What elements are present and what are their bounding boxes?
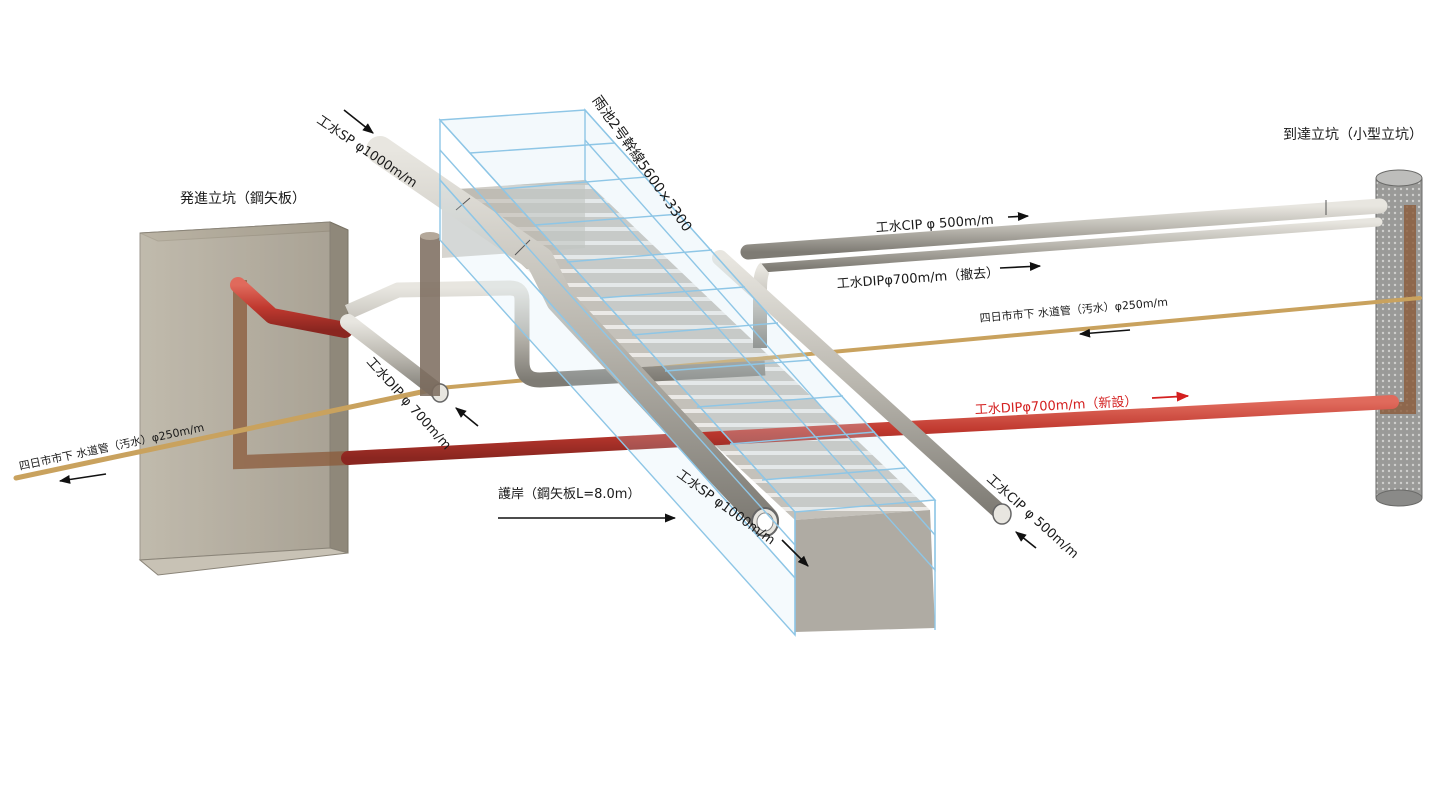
arrow-sp1000-out xyxy=(781,539,809,567)
arrow-sewer-left xyxy=(58,473,107,484)
arrow-dip700-left xyxy=(455,407,479,427)
revetment-label: 護岸（鋼矢板L=8.0m） xyxy=(498,486,640,502)
culvert-outline xyxy=(438,108,937,637)
arrow-sewer-right xyxy=(1078,328,1131,338)
arrival-shaft xyxy=(1375,169,1423,507)
dip700-remove-pipe xyxy=(340,232,766,403)
sewer-right-label: 四日市市下 水道管（汚水）φ250m/m xyxy=(979,295,1168,325)
arrow-cip500-bottom xyxy=(1015,531,1037,549)
arrow-sp1000-in xyxy=(343,109,374,134)
dip700-new-pipe xyxy=(230,277,1399,465)
dip700-remove-label: 工水DIPφ700m/m（撤去） xyxy=(836,265,1000,292)
launch-shaft xyxy=(138,221,351,576)
cip500-diagonal-pipe xyxy=(712,250,1012,525)
arrow-dip700-new xyxy=(1151,391,1190,402)
launch-shaft-label: 発進立坑（鋼矢板） xyxy=(180,191,306,207)
flow-arrows xyxy=(58,109,1131,567)
cip500-pipe xyxy=(740,198,1388,348)
arrow-cip500-top xyxy=(1007,212,1030,221)
arrow-dip700-remove xyxy=(999,262,1042,271)
sp1000-pipe xyxy=(366,136,779,537)
arrival-shaft-label: 到達立坑（小型立坑） xyxy=(1283,127,1423,143)
